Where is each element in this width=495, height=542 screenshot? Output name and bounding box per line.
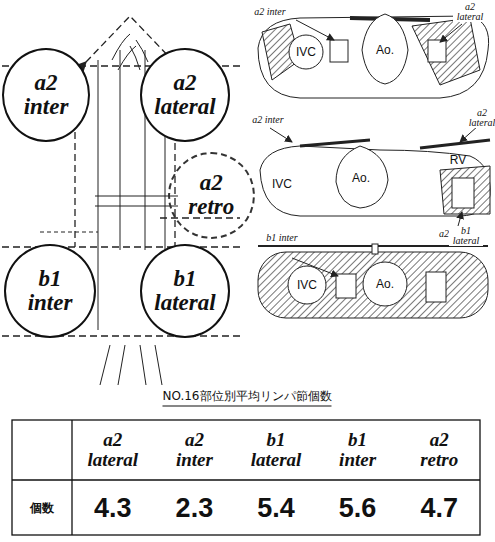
region-circle: a2 lateral bbox=[140, 48, 230, 142]
table-cell: 2.3 bbox=[176, 493, 214, 524]
table-cell: 5.4 bbox=[257, 493, 295, 524]
vessel-label: RV bbox=[450, 153, 466, 167]
region-circle: b1 lateral bbox=[140, 244, 230, 338]
section-label: a2 inter bbox=[251, 115, 285, 125]
vessel-label: IVC bbox=[296, 45, 316, 59]
table-header: a2 lateral bbox=[83, 430, 143, 470]
table-cell: 4.7 bbox=[420, 493, 458, 524]
section-label: b1 inter bbox=[265, 233, 299, 243]
table-cell: 5.6 bbox=[339, 493, 377, 524]
vessel-label: IVC bbox=[272, 177, 292, 191]
section-label: a2 inter bbox=[253, 7, 287, 17]
region-label: a2 retro bbox=[180, 171, 242, 219]
dashed-region-circle: a2 retro bbox=[168, 152, 255, 239]
table-header: b1 lateral bbox=[246, 430, 306, 470]
section-label: a2 lateral bbox=[453, 2, 487, 22]
vessel-label: Ao. bbox=[376, 277, 394, 291]
table-title: NO.16部位別平均リンパ節個数 bbox=[162, 388, 331, 407]
region-circle: b1 inter bbox=[4, 244, 96, 338]
section-label: b1 lateral bbox=[449, 226, 483, 246]
cross-section-1 bbox=[258, 14, 489, 98]
cross-section-2 bbox=[260, 126, 490, 226]
table-header: a2 retro bbox=[409, 430, 469, 470]
region-label: a2 lateral bbox=[154, 71, 216, 119]
table-row-header: 個数 bbox=[30, 500, 54, 517]
table-header: a2 inter bbox=[164, 430, 224, 470]
region-circle: a2 inter bbox=[2, 48, 90, 142]
region-label: b1 lateral bbox=[154, 267, 216, 315]
data-table bbox=[12, 420, 480, 535]
vessel-label: Ao. bbox=[376, 43, 394, 57]
table-cell: 4.3 bbox=[94, 493, 132, 524]
vessel-label: IVC bbox=[297, 278, 317, 292]
region-label: b1 inter bbox=[19, 267, 81, 315]
vessel-label: Ao. bbox=[352, 171, 370, 185]
table-header: b1 inter bbox=[328, 430, 388, 470]
region-label: a2 inter bbox=[15, 71, 77, 119]
section-label: a2 lateral bbox=[465, 108, 495, 128]
cross-section-3 bbox=[258, 236, 488, 318]
